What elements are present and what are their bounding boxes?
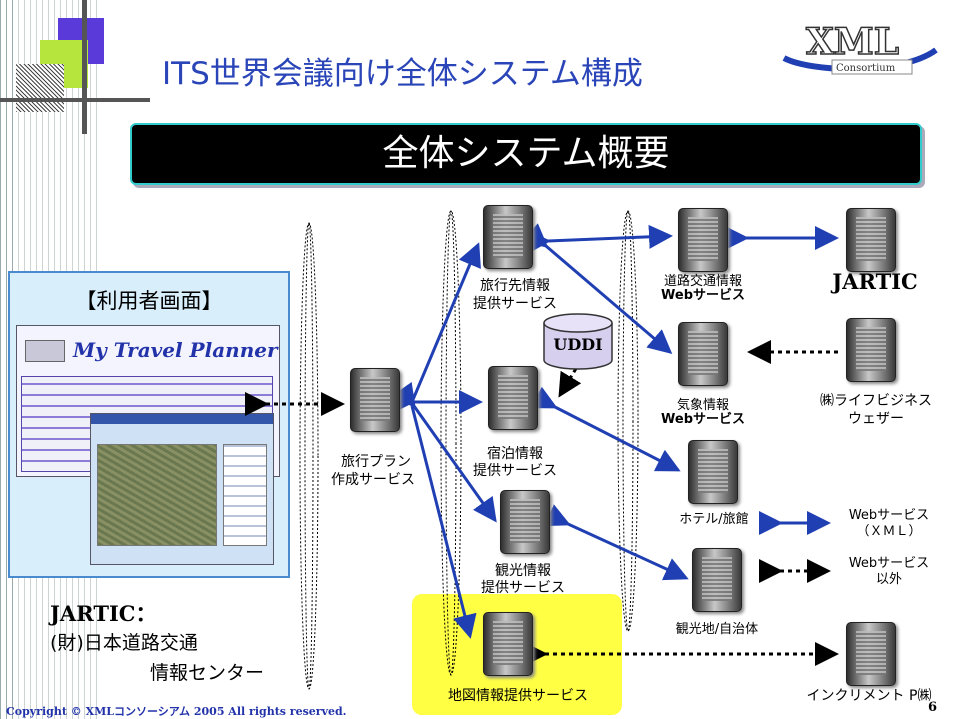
arrow-destination-road <box>526 224 673 254</box>
weather-label-1: 気象情報 <box>676 398 729 413</box>
tourist-spot-label: 観光地/自治体 <box>675 622 759 637</box>
map-image <box>97 444 217 546</box>
server-icon-spot <box>692 548 742 612</box>
server-icon-lodging <box>488 366 538 430</box>
logo-mark-text: XML <box>806 21 899 63</box>
weather-label-2: Webサービス <box>661 412 745 427</box>
map-sidebar-list <box>223 444 267 546</box>
lodging-label-2: 提供サービス <box>473 463 557 479</box>
server-icon-tourism <box>500 490 550 554</box>
destination-label-1: 旅行先情報 <box>480 278 550 294</box>
arrow-destination-weather <box>522 223 673 354</box>
logo-subtext: Consortium <box>836 63 896 74</box>
group-ellipse-1b <box>304 222 314 690</box>
jartic-node-label: JARTIC <box>832 269 918 294</box>
server-icon-increment <box>846 622 896 686</box>
server-icon-hotel <box>688 440 738 504</box>
legend-xml-label-1: Webサービス <box>848 508 930 523</box>
page-number: 6 <box>928 700 938 715</box>
corner-square-hatched <box>16 64 64 112</box>
jartic-label: JARTIC： <box>50 601 157 626</box>
legend-xml-label-2: （ＸＭＬ） <box>856 524 922 539</box>
group-ellipse-2b <box>445 210 457 676</box>
map-service-label: 地図情報提供サービス <box>448 688 588 704</box>
server-icon-life-business <box>846 318 896 382</box>
travel-plan-label-1: 旅行プラン <box>341 454 411 470</box>
corner-horizontal-line <box>0 98 150 102</box>
road-traffic-label-1: 道路交通情報 <box>663 274 742 289</box>
uddi-label: UDDI <box>553 335 603 354</box>
lodging-label-1: 宿泊情報 <box>487 446 543 462</box>
corner-vertical-line <box>82 0 87 134</box>
group-ellipse-3b <box>622 210 634 632</box>
destination-label-2: 提供サービス <box>473 296 557 312</box>
jartic-description-line2: 情報センター <box>150 662 265 684</box>
user-screen-panel: 【利用者画面】 My Travel Planner <box>8 271 290 578</box>
screen-logo-icon <box>25 340 65 362</box>
user-screen-panel-title: 【利用者画面】 <box>75 289 223 313</box>
copyright-text: Copyright © XMLコンソーシアム 2005 All rights r… <box>6 705 347 718</box>
group-ellipse-1a <box>299 222 319 690</box>
life-business-label-1: ㈱ライフビジネス <box>820 393 932 409</box>
screen-app-title: My Travel Planner <box>73 338 278 362</box>
map-window-screenshot <box>90 413 274 565</box>
server-icon-destination <box>483 205 533 269</box>
tourism-label-2: 提供サービス <box>481 580 565 596</box>
group-ellipse-3a <box>617 210 639 632</box>
server-icon-weather <box>678 322 728 386</box>
legend-other-label-1: Webサービス <box>848 556 930 571</box>
section-banner: 全体システム概要 <box>130 123 922 185</box>
arrow-lodging-hotel <box>530 386 681 472</box>
life-business-label-2: ウェザー <box>848 411 904 427</box>
group-ellipse-2a <box>440 210 462 676</box>
map-window-titlebar <box>91 414 273 424</box>
increment-label: インクリメント P㈱ <box>806 688 932 704</box>
xml-consortium-logo: XML Consortium <box>780 20 940 82</box>
arrow-plan-map <box>410 405 477 639</box>
travel-plan-label-2: 作成サービス <box>331 472 415 488</box>
arrow-plan-destination <box>410 242 481 403</box>
tourism-label-1: 観光情報 <box>495 563 551 579</box>
server-icon-map <box>483 612 533 676</box>
arrow-plan-tourism <box>392 381 497 523</box>
legend-other-label-2: 以外 <box>875 572 902 587</box>
corner-decoration <box>0 0 160 140</box>
server-icon-jartic <box>846 208 896 272</box>
hotel-label: ホテル/旅館 <box>679 512 749 527</box>
road-traffic-label-2: Webサービス <box>661 288 745 303</box>
server-icon-road <box>678 208 728 272</box>
slide-title: ITS世界会議向け全体システム構成 <box>162 56 643 92</box>
uddi-database-icon <box>543 313 613 370</box>
jartic-description-line1: (財)日本道路交通 <box>50 632 198 654</box>
arrow-tourism-spot <box>543 504 689 581</box>
server-icon-travel-plan <box>350 368 400 432</box>
